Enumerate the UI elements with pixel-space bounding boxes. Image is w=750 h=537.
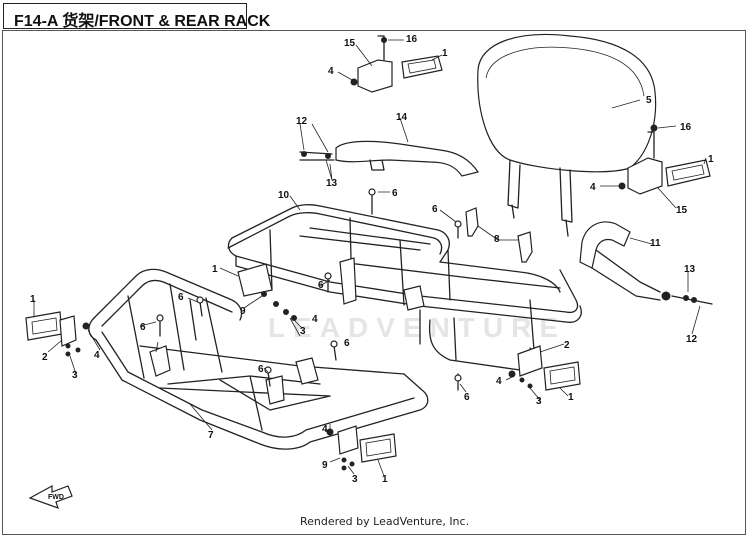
- callout-label: 5: [646, 95, 652, 106]
- callout-label: 4: [94, 350, 100, 361]
- callout-label: 4: [496, 376, 502, 387]
- watermark: LEADVENTURE: [268, 312, 567, 343]
- page-title: F14-A 货架/FRONT & REAR RACK: [14, 7, 270, 31]
- fasteners-part[interactable]: [156, 188, 533, 391]
- title-code: F14-A: [14, 13, 58, 30]
- callout-label: 4: [322, 424, 328, 435]
- callout-label: 13: [684, 264, 696, 275]
- callout-label: 6: [318, 280, 324, 291]
- callout-label: 12: [686, 334, 698, 345]
- grab-handle-part[interactable]: [299, 140, 479, 177]
- callout-label: 6: [392, 188, 398, 199]
- callout-label: 13: [326, 178, 338, 189]
- callout-label: 6: [258, 364, 264, 375]
- rear-side-bar-part[interactable]: [579, 221, 713, 305]
- fwd-label: FWD: [48, 494, 64, 501]
- rear-rack-part[interactable]: [227, 204, 582, 371]
- callout-label: 1: [30, 294, 36, 305]
- diagram-frame: [2, 30, 746, 535]
- callout-label: 2: [564, 340, 570, 351]
- callout-label: 11: [650, 238, 661, 249]
- callout-label: 4: [590, 182, 596, 193]
- callout-label: 3: [352, 474, 358, 485]
- backrest-part[interactable]: [477, 33, 657, 237]
- callout-label: 6: [140, 322, 146, 333]
- callout-label: 6: [178, 292, 184, 303]
- callout-label: 1: [442, 48, 448, 59]
- callout-label: 1: [708, 154, 714, 165]
- callout-label: 3: [536, 396, 542, 407]
- callout-label: 15: [676, 205, 688, 216]
- callout-label: 12: [296, 116, 308, 127]
- callout-label: 1: [212, 264, 218, 275]
- callout-label: 4: [328, 66, 334, 77]
- callout-label: 8: [494, 234, 500, 245]
- footer-credit: Rendered by LeadVenture, Inc.: [300, 515, 470, 528]
- lower-front-reflector-part[interactable]: [326, 425, 397, 471]
- callout-label: 6: [344, 338, 350, 349]
- upper-reflector-bracket-part[interactable]: [350, 35, 443, 93]
- front-rack-part[interactable]: [88, 268, 429, 450]
- forward-direction-arrow: FWD: [28, 484, 73, 509]
- title-english: /FRONT & REAR RACK: [94, 13, 271, 30]
- callout-label: 16: [680, 122, 692, 133]
- callout-label: 6: [464, 392, 470, 403]
- title-box: F14-A 货架/FRONT & REAR RACK: [3, 3, 270, 30]
- callout-label: 7: [208, 430, 214, 441]
- callout-label: 10: [278, 190, 290, 201]
- front-left-reflector-part[interactable]: [25, 311, 90, 357]
- callout-label: 9: [240, 306, 246, 317]
- callout-label: 1: [568, 392, 574, 403]
- callout-label: 15: [344, 38, 356, 49]
- callout-numbers: 15 16 1 4 5 12 14 13 16 1 4 15 10 6 6 8 …: [30, 34, 714, 485]
- leader-lines: [33, 39, 707, 477]
- callout-label: 4: [312, 314, 318, 325]
- callout-label: 9: [322, 460, 328, 471]
- title-chinese: 货架: [62, 13, 95, 30]
- callout-label: 1: [382, 474, 388, 485]
- callout-label: 14: [396, 112, 408, 123]
- callout-label: 6: [432, 204, 438, 215]
- callout-label: 3: [72, 370, 78, 381]
- rear-reflector-bracket-part[interactable]: [618, 124, 711, 195]
- callout-label: 2: [42, 352, 48, 363]
- callout-label: 3: [300, 326, 306, 337]
- callout-label: 16: [406, 34, 418, 45]
- rear-right-reflector-part[interactable]: [508, 345, 581, 391]
